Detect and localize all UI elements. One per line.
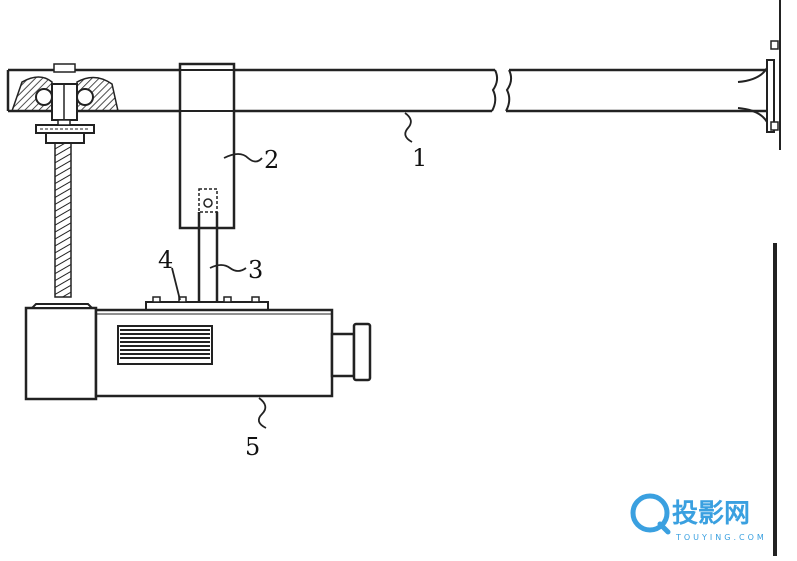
vent-grille xyxy=(117,325,213,365)
projector-lens xyxy=(330,322,372,382)
bearing-housing xyxy=(10,63,119,121)
label-5: 5 xyxy=(245,433,260,461)
leader-lines xyxy=(171,112,413,429)
wall xyxy=(773,0,781,556)
wall-mount-plate xyxy=(737,40,779,133)
mounting-plate xyxy=(145,296,269,311)
horizontal-arm xyxy=(6,68,767,113)
part-labels: 1 2 3 4 5 xyxy=(158,144,427,461)
watermark-logo: 投影网 TOUYING.COM xyxy=(630,493,767,542)
watermark-text: 投影网 xyxy=(672,499,750,529)
label-1: 1 xyxy=(412,144,427,172)
support-rod xyxy=(197,212,219,302)
label-2: 2 xyxy=(264,146,279,174)
projector-body xyxy=(24,303,334,401)
screw-nut xyxy=(35,119,95,144)
threaded-rod xyxy=(54,142,72,298)
watermark-subtext: TOUYING.COM xyxy=(675,533,767,542)
label-4: 4 xyxy=(158,246,173,274)
clamp-block xyxy=(178,62,236,230)
label-3: 3 xyxy=(248,256,263,284)
